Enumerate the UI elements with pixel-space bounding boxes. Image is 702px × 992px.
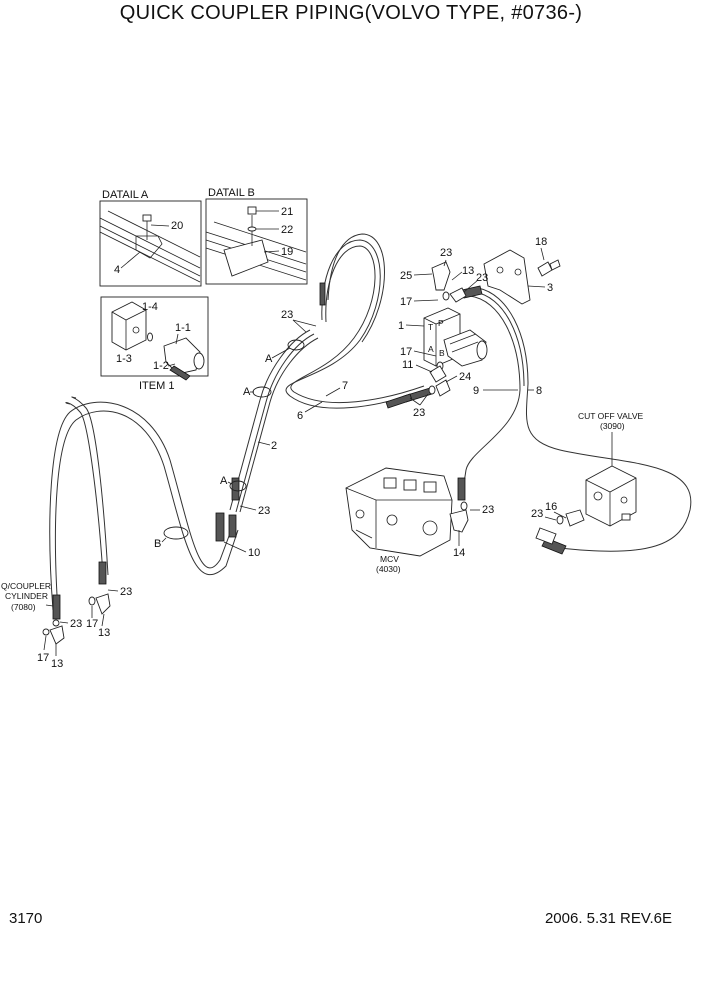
ref-a-3: A xyxy=(220,475,228,487)
callout-17-qc-left: 17 xyxy=(37,652,49,664)
qcoupler-fittings xyxy=(42,593,111,645)
item-1-title: ITEM 1 xyxy=(139,380,174,392)
valve-fittings xyxy=(428,259,561,397)
item-1-drawing xyxy=(111,301,205,381)
detail-b-title: DATAIL B xyxy=(208,187,255,199)
callout-16: 16 xyxy=(545,501,557,513)
qcoupler-label-1: Q/COUPLER xyxy=(1,581,51,591)
callout-13-qc-left: 13 xyxy=(51,658,63,670)
mcv-label: MCV xyxy=(380,554,399,564)
callout-17-lower: 17 xyxy=(400,346,412,358)
detail-b-box xyxy=(205,198,308,285)
callout-9: 9 xyxy=(473,385,479,397)
port-a: A xyxy=(428,344,434,354)
detail-a-box xyxy=(99,200,202,287)
hose-group-6-7 xyxy=(285,233,425,409)
callout-23-top: 23 xyxy=(440,247,452,259)
qcoupler-ref: (7080) xyxy=(11,602,36,612)
hose-group-10 xyxy=(49,396,239,613)
detail-b-marker xyxy=(163,526,189,540)
item-1-box xyxy=(100,296,209,377)
ref-a-1: A xyxy=(265,353,273,365)
callout-23-cutoff: 23 xyxy=(531,508,543,520)
callout-23-hose10: 23 xyxy=(258,505,270,517)
detail-a-title: DATAIL A xyxy=(102,189,149,201)
callout-1-4: 1-4 xyxy=(142,301,158,313)
port-t: T xyxy=(428,322,433,332)
callout-23-qc-lower: 23 xyxy=(70,618,82,630)
cut-off-valve-block xyxy=(535,465,637,545)
callout-1: 1 xyxy=(398,320,404,332)
port-p: P xyxy=(438,318,444,328)
callout-6: 6 xyxy=(297,410,303,422)
callout-23-mid: 23 xyxy=(413,407,425,419)
port-b: B xyxy=(439,348,445,358)
callout-11: 11 xyxy=(402,359,413,371)
callout-22: 22 xyxy=(281,224,293,236)
callout-2: 2 xyxy=(271,440,277,452)
solenoid-valve xyxy=(423,307,488,367)
callout-3: 3 xyxy=(547,282,553,294)
callout-4: 4 xyxy=(114,264,120,276)
revision-date: 2006. 5.31 REV.6E xyxy=(544,910,672,927)
callout-1-2: 1-2 xyxy=(153,360,169,372)
callout-25: 25 xyxy=(400,270,412,282)
qcoupler-label-2: CYLINDER xyxy=(5,591,48,601)
ref-a-2: A xyxy=(243,386,251,398)
bracket xyxy=(483,249,531,305)
hose-group-8-9 xyxy=(461,287,692,552)
detail-a-marker-3 xyxy=(229,480,247,492)
callout-13-qc-right: 13 xyxy=(98,627,110,639)
cut-off-valve-label: CUT OFF VALVE xyxy=(578,411,644,421)
callout-14: 14 xyxy=(453,547,465,559)
callout-23-hose2: 23 xyxy=(281,309,293,321)
callout-23-valve: 23 xyxy=(476,272,488,284)
callout-10: 10 xyxy=(248,547,260,559)
callout-23-mcv: 23 xyxy=(482,504,494,516)
hose-group-2 xyxy=(229,329,319,513)
callout-7: 7 xyxy=(342,380,348,392)
callout-24: 24 xyxy=(459,371,471,383)
mcv-block xyxy=(345,467,453,557)
ref-b: B xyxy=(154,538,161,550)
detail-a-marker-1 xyxy=(287,339,305,351)
cut-off-valve-ref: (3090) xyxy=(600,421,625,431)
mcv-ref: (4030) xyxy=(376,564,401,574)
callout-18: 18 xyxy=(535,236,547,248)
callout-23-qc-upper: 23 xyxy=(120,586,132,598)
callout-8: 8 xyxy=(536,385,542,397)
detail-b-drawing xyxy=(205,206,307,281)
detail-a-drawing xyxy=(99,210,201,283)
callout-21: 21 xyxy=(281,206,293,218)
callout-13-valve: 13 xyxy=(462,265,474,277)
callout-1-1: 1-1 xyxy=(175,322,191,334)
page-title: QUICK COUPLER PIPING(VOLVO TYPE, #0736-) xyxy=(119,2,583,24)
callout-17-upper: 17 xyxy=(400,296,412,308)
callout-20: 20 xyxy=(171,220,183,232)
callout-1-3: 1-3 xyxy=(116,353,132,365)
hose-fittings xyxy=(52,282,567,620)
callout-19: 19 xyxy=(281,246,293,258)
page-number: 3170 xyxy=(9,910,43,927)
callout-17-qc-right: 17 xyxy=(86,618,98,630)
mcv-fitting-14 xyxy=(449,501,469,533)
